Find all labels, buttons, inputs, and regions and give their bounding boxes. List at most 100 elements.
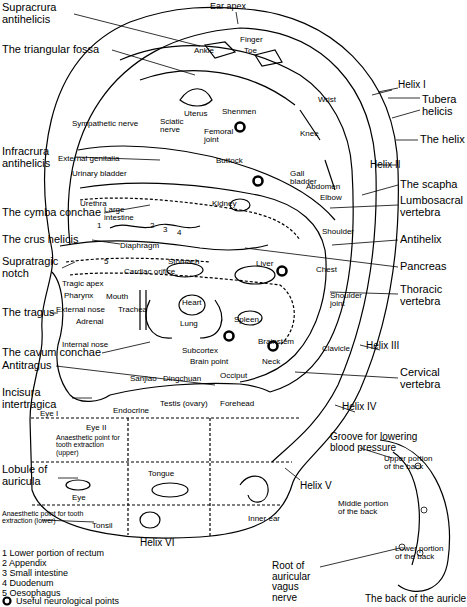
- part-label: Pharynx: [64, 292, 93, 300]
- leader-lines: [42, 12, 420, 567]
- back-point: [421, 507, 427, 513]
- part-label: The crus helicis: [2, 234, 78, 246]
- antihelix: [270, 170, 353, 392]
- tragus: [52, 272, 70, 395]
- part-label: Antitragus: [2, 360, 52, 372]
- part-label: Ankle: [194, 47, 214, 55]
- part-label: Lumbosacral vertebra: [400, 195, 467, 218]
- part-label: Tubera helicis: [422, 94, 467, 117]
- part-label: Clavicle: [322, 345, 350, 353]
- neuro-point: [236, 123, 245, 132]
- part-label: Shoulder joint: [330, 292, 360, 309]
- part-label: Abdomen: [306, 183, 340, 191]
- part-label: Sciatic nerve: [160, 118, 190, 135]
- part-label: Femoral joint: [204, 128, 236, 145]
- part-label: 4: [177, 229, 181, 237]
- part-label: Finger: [240, 36, 263, 44]
- ear-outline: [30, 7, 398, 538]
- part-label: Shoulder: [322, 228, 354, 236]
- tongue-sketch: [152, 483, 188, 497]
- part-label: 1: [97, 222, 101, 230]
- part-label: Eye I: [40, 410, 58, 418]
- part-label: Pancreas: [400, 261, 446, 273]
- part-label: Brain point: [190, 358, 228, 366]
- part-label: 4 Duodenum: [2, 579, 54, 588]
- part-label: Cervical vertebra: [400, 367, 467, 390]
- part-label: Upper portion of the back: [384, 455, 434, 472]
- tonsil-sketch: [140, 512, 160, 528]
- legend-entry: Useful neurological points: [2, 596, 119, 606]
- superior-crus-inner: [140, 71, 295, 105]
- part-label: Testis (ovary): [160, 400, 208, 408]
- lung-sketch: [146, 300, 222, 338]
- part-label: External nose: [56, 306, 105, 314]
- helix-ticks: [285, 90, 396, 480]
- part-label: Spleen: [234, 316, 259, 324]
- part-label: Helix VI: [140, 538, 174, 549]
- part-label: Cardiac orifice: [124, 268, 175, 276]
- part-label: The helix: [420, 134, 465, 146]
- part-label: 2 Appendix: [2, 559, 47, 568]
- part-label: Stomach: [168, 258, 200, 266]
- eye-sketch: [66, 480, 90, 490]
- part-label: Mouth: [106, 293, 128, 301]
- part-label: The scapha: [400, 179, 457, 191]
- helix-rim: [68, 28, 376, 462]
- part-label: The triangular fossa: [2, 44, 99, 56]
- part-label: 5: [104, 258, 108, 266]
- part-label: 2: [150, 222, 154, 230]
- antitragus: [110, 383, 270, 395]
- part-label: Subcortex: [182, 347, 218, 355]
- liver-sketch: [235, 266, 275, 284]
- neuro-point: [254, 177, 263, 186]
- part-label: Elbow: [320, 194, 342, 202]
- crus-helicis: [60, 241, 268, 250]
- part-label: Diaphragm: [120, 242, 159, 250]
- part-label: Toe: [244, 47, 257, 55]
- part-label: Lung: [180, 320, 198, 328]
- superior-crus: [120, 46, 352, 170]
- part-label: Root of auricular vagus nerve: [272, 561, 320, 603]
- part-label: Brainstem: [258, 338, 294, 346]
- part-label: The tragus: [2, 307, 55, 319]
- part-label: Urethra: [80, 200, 107, 208]
- part-label: Trachea: [118, 306, 147, 314]
- part-label: Forehead: [220, 400, 254, 408]
- uterus-sketch: [180, 89, 212, 106]
- part-label: Sympathetic nerve: [72, 120, 138, 128]
- inferior-crus-inner: [80, 183, 325, 250]
- part-label: Neck: [262, 358, 280, 366]
- part-label: Helix III: [366, 341, 399, 352]
- part-label: 3: [163, 226, 167, 234]
- part-label: Tonsil: [92, 522, 112, 530]
- neuro-point: [278, 267, 287, 276]
- legend-circle: [4, 598, 11, 605]
- part-label: Large intestine: [104, 206, 136, 223]
- part-label: Lobule of auricula: [2, 464, 58, 487]
- part-label: Helix IV: [342, 402, 376, 413]
- lobule-grid: [31, 418, 300, 537]
- part-label: Eye: [72, 494, 86, 502]
- part-label: Endocrine: [113, 407, 149, 415]
- heart-sketch: [179, 295, 205, 315]
- part-label: 1 Lower portion of rectum: [2, 549, 104, 558]
- part-label: External genitalia: [58, 155, 119, 163]
- intestine-sketch: [110, 224, 200, 228]
- part-label: Antihelix: [400, 234, 442, 246]
- legend-swatch: [2, 596, 14, 606]
- part-label: Heart: [182, 299, 202, 307]
- part-label: 3 Small intestine: [2, 569, 68, 578]
- part-label: Uterus: [184, 110, 208, 118]
- part-label: Tragic apex: [62, 280, 104, 288]
- part-label: Sanjiao: [130, 375, 157, 383]
- part-label: Thoracic vertebra: [400, 284, 467, 307]
- part-label: The cymba conchae: [2, 207, 101, 219]
- cymba-outline: [80, 198, 300, 240]
- part-label: The back of the auricle: [365, 594, 466, 605]
- part-label: Shenmen: [222, 108, 256, 116]
- part-label: Eye II: [86, 424, 106, 432]
- part-label: Occiput: [220, 372, 247, 380]
- part-label: Urinary bladder: [72, 170, 127, 178]
- part-label: Kidney: [212, 200, 236, 208]
